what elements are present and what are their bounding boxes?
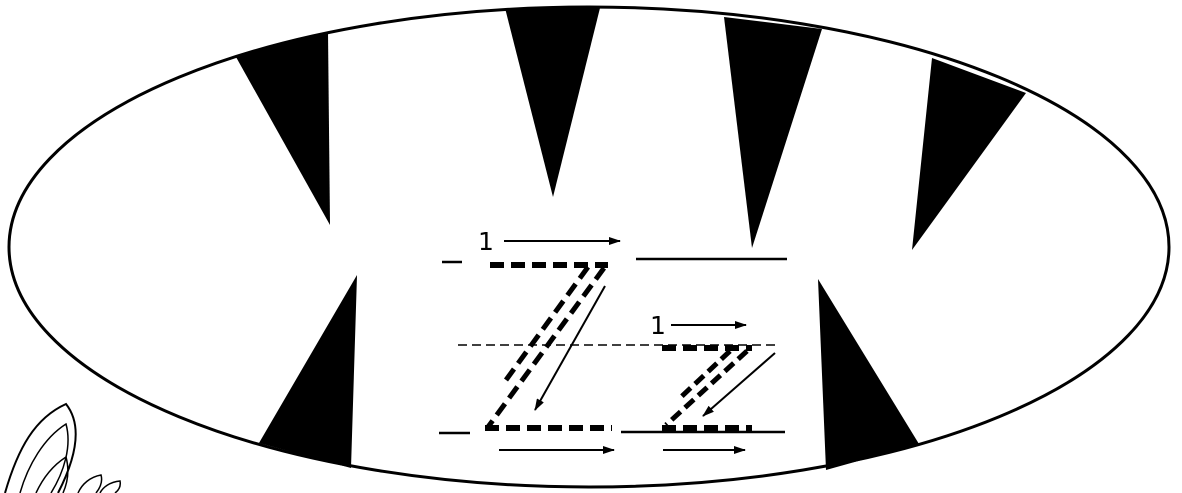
oval-frame — [9, 7, 1169, 487]
decorative-leaf-icon — [5, 404, 120, 493]
lowercase-step-number: 1 — [650, 311, 666, 340]
uppercase-step-number: 1 — [478, 227, 494, 256]
